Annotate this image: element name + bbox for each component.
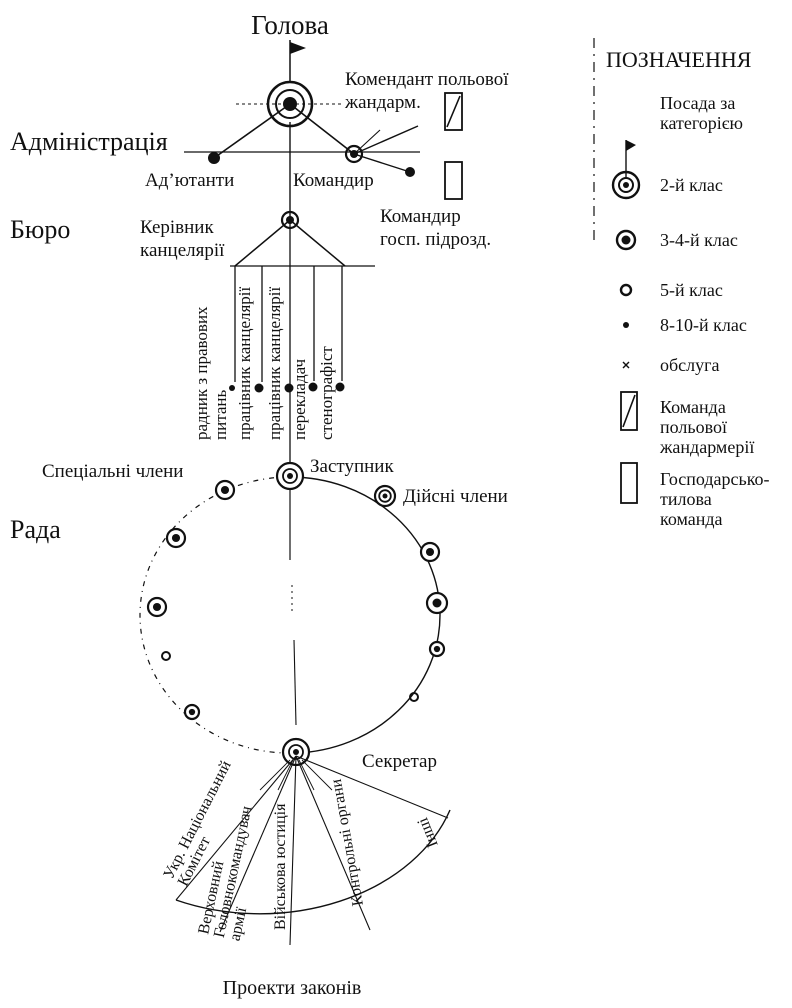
office-head-label-1: Керівник — [140, 217, 214, 238]
legend-item-label: 3-4-й клас — [660, 230, 738, 250]
small-ring-icon — [619, 283, 633, 297]
draft-source-spoke — [295, 755, 449, 819]
full-member-small-ring-icon — [409, 692, 419, 702]
council-title: Рада — [10, 515, 61, 544]
adjutants-label: Ад’ютанти — [145, 170, 234, 191]
commander-branch — [353, 129, 381, 155]
staff-dot-icon — [229, 385, 235, 391]
legend-item-label: 5-й клас — [660, 280, 723, 300]
full-members-label: Дійсні члени — [403, 486, 508, 507]
staff-dot-icon — [308, 382, 318, 392]
office-right-branch — [289, 219, 346, 267]
flag-icon — [625, 140, 636, 178]
special-member-ring-icon — [183, 703, 201, 721]
special-members-label: Спеціальні члени — [42, 461, 183, 482]
draft-source-stroke — [301, 759, 333, 791]
draft-source-label: Військова юстиція — [272, 803, 289, 930]
staff-label: працівник канцелярії — [235, 286, 254, 440]
commander-label: Командир — [293, 170, 374, 191]
head-double-ring-icon — [266, 80, 314, 128]
deputy-double-ring-icon — [275, 461, 305, 491]
draft-source-spoke — [219, 755, 297, 933]
cross-icon — [622, 361, 630, 369]
special-member-ring-icon — [214, 479, 236, 501]
draft-source-stroke — [259, 759, 291, 791]
draft-source-stroke — [298, 759, 315, 791]
secretary-label: Секретар — [362, 751, 437, 772]
council-members — [146, 479, 449, 721]
full-member-ring-icon — [419, 541, 441, 563]
draft-source-spoke — [295, 755, 371, 931]
administration-title: Адміністрація — [10, 127, 168, 156]
gendarmerie-commandant-label-1: Комендант польової — [345, 69, 509, 90]
adjutants-dot-icon — [208, 152, 220, 164]
commander-to-gendarmerie — [353, 125, 419, 155]
bureau-staff: радник з правовихпитань працівник канцеля… — [192, 266, 345, 440]
gendarmerie-commandant-label-2: жандарм. — [344, 92, 421, 113]
gendarmerie-box-icon — [444, 92, 463, 131]
head-title: Голова — [251, 10, 329, 40]
commander-ring-icon — [344, 144, 364, 164]
council-arc-right — [289, 476, 441, 754]
ring-icon — [615, 229, 637, 251]
drafts-title: Проекти законів — [223, 977, 362, 999]
bureau-title: Бюро — [10, 215, 70, 244]
legend-item-label: 2-й клас — [660, 175, 723, 195]
legend-item-label: 8-10-й клас — [660, 315, 747, 335]
legend-item-label: обслуга — [660, 355, 720, 375]
full-member-double-ring-icon — [373, 484, 397, 508]
draft-source-stroke — [277, 759, 294, 791]
head-flag-icon — [289, 40, 306, 82]
special-member-ring-icon — [165, 527, 187, 549]
draft-sources: Укр. НаціональнийКомітетВерховнийГоловно… — [160, 755, 449, 946]
staff-dot-icon — [284, 383, 294, 393]
drafts-arc — [175, 809, 451, 915]
staff-dot-icon — [254, 383, 264, 393]
hatched-box-icon — [620, 391, 638, 431]
council-arc-left — [139, 476, 297, 754]
staff-label: працівник канцелярії — [265, 286, 284, 440]
staff-label: перекладач — [290, 359, 309, 440]
draft-source-spoke — [175, 755, 297, 901]
head-to-adjutants — [213, 103, 291, 159]
staff-label: стенографіст — [317, 346, 336, 440]
axis-lower — [293, 639, 297, 726]
special-member-ring-icon — [146, 596, 168, 618]
supply-dot-icon — [405, 167, 415, 177]
commander-to-supply — [353, 153, 411, 173]
office-head-label-2: канцелярії — [140, 240, 225, 261]
dot-icon — [623, 322, 629, 328]
supply-commander-label-1: Командир — [380, 206, 461, 227]
office-left-branch — [234, 219, 291, 267]
staff-dot-icon — [335, 382, 345, 392]
special-member-small-ring-icon — [161, 651, 171, 661]
double-ring-icon — [611, 170, 641, 200]
supply-box-icon — [444, 161, 463, 200]
legend-title: ПОЗНАЧЕННЯ — [606, 47, 752, 72]
staff-label: радник з правовихпитань — [192, 306, 230, 440]
draft-source-label: Контрольні органи — [328, 777, 367, 907]
full-member-ring-icon — [425, 591, 449, 615]
draft-source-spoke — [289, 755, 297, 946]
full-member-ring-icon — [428, 640, 446, 658]
deputy-label: Заступник — [310, 456, 394, 477]
draft-source-label: ВерховнийГоловнокомандувачармії — [195, 801, 271, 942]
box-icon — [620, 462, 638, 504]
supply-commander-label-2: госп. підрозд. — [380, 229, 491, 250]
